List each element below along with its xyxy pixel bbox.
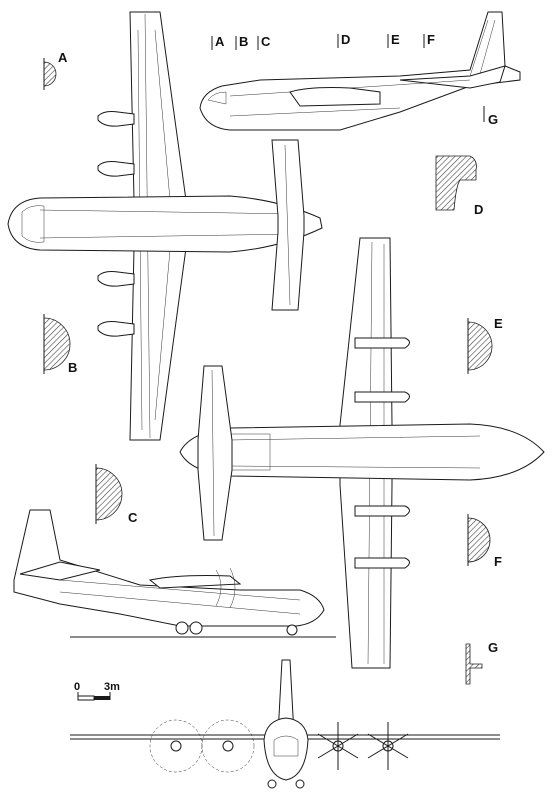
section-label-b: B <box>68 360 77 375</box>
scale-zero: 0 <box>74 681 80 693</box>
section-label-f: F <box>494 554 502 569</box>
scale-bar: 0 3m <box>74 681 120 701</box>
top-view-plan <box>7 11 323 441</box>
station-markers: A B C D E F G <box>211 32 498 127</box>
section-f: F <box>467 514 502 569</box>
station-marker-e: E <box>391 32 400 47</box>
section-label-e: E <box>494 316 503 331</box>
station-marker-a: A <box>215 34 225 49</box>
bottom-view-plan <box>179 237 545 669</box>
section-label-c: C <box>128 510 138 525</box>
station-marker-d: D <box>341 32 350 47</box>
station-marker-b: B <box>239 34 248 49</box>
section-label-a: A <box>58 50 68 65</box>
side-view-lower <box>13 509 336 638</box>
section-e: E <box>467 316 503 374</box>
station-marker-g: G <box>488 112 498 127</box>
section-d: D <box>435 155 483 217</box>
section-g: G <box>465 640 498 685</box>
scale-length: 3m <box>104 681 120 693</box>
section-c: C <box>95 464 138 525</box>
section-label-g: G <box>488 640 498 655</box>
side-view-upper <box>199 11 521 131</box>
section-b: B <box>43 314 77 375</box>
station-marker-c: C <box>261 34 271 49</box>
section-a: A <box>43 50 68 90</box>
station-marker-f: F <box>427 32 435 47</box>
section-label-d: D <box>474 202 483 217</box>
front-view <box>70 659 500 789</box>
